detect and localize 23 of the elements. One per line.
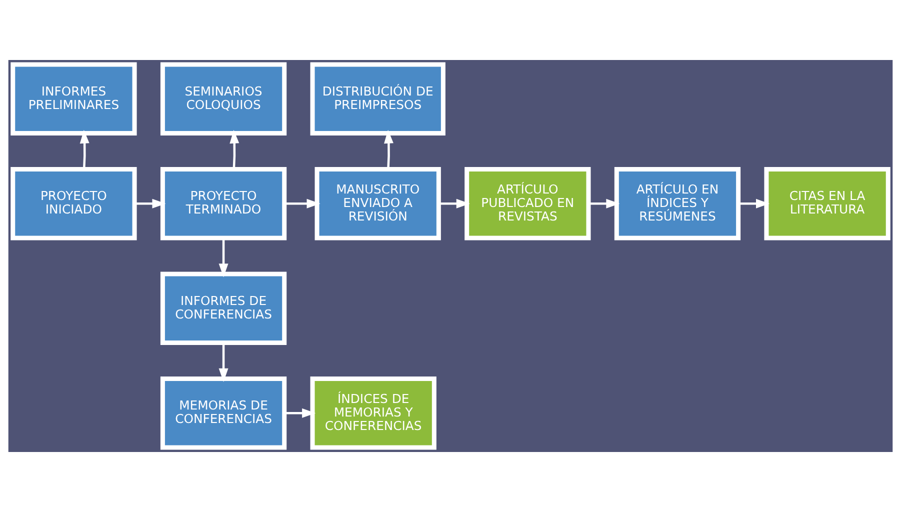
node-box: SEMINARIOS COLOQUIOS: [160, 62, 287, 135]
node-box: MANUSCRITO ENVIADO A REVISIÓN: [314, 166, 441, 240]
arrow: [738, 198, 770, 208]
node-box: INFORMES DE CONFERENCIAS: [160, 271, 287, 344]
arrow: [284, 198, 320, 208]
arrow: [588, 198, 620, 208]
arrow: [218, 238, 228, 277]
node-box: INFORMES PRELIMINARES: [10, 62, 137, 135]
arrow: [384, 129, 394, 169]
node-box: CITAS EN LA LITERATURA: [764, 166, 890, 240]
node-box: PROYECTO INICIADO: [10, 166, 137, 240]
node-box: MEMORIAS DE CONFERENCIAS: [160, 376, 287, 450]
node-box: ÍNDICES DE MEMORIAS Y CONFERENCIAS: [310, 376, 436, 450]
arrow: [438, 198, 470, 208]
arrow: [134, 198, 166, 208]
arrow: [80, 129, 90, 169]
arrow: [284, 408, 316, 418]
node-box: PROYECTO TERMINADO: [160, 166, 287, 240]
node-box: ARTÍCULO PUBLICADO EN REVISTAS: [464, 166, 591, 240]
arrow: [230, 129, 240, 169]
node-box: DISTRIBUCIÓN DE PREIMPRESOS: [310, 62, 446, 135]
node-box: ARTÍCULO EN ÍNDICES Y RESÚMENES: [614, 166, 741, 240]
arrow: [218, 342, 228, 382]
